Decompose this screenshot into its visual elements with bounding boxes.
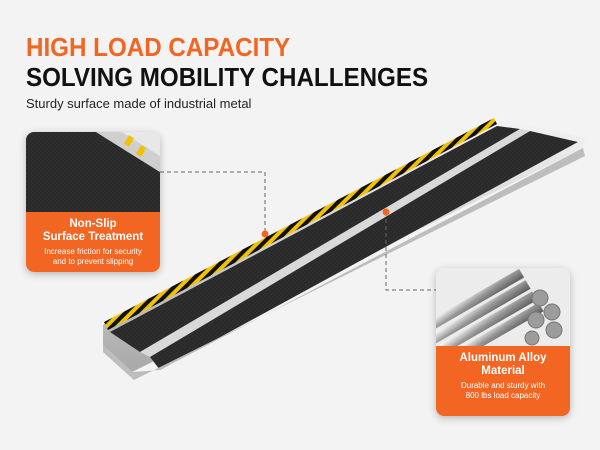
callout-non-slip-body: Non-Slip Surface Treatment Increase fric… — [26, 212, 160, 272]
callout-desc-line: Increase friction for security — [44, 247, 142, 256]
connector-left — [160, 171, 269, 238]
callout-desc-line: and to prevent slipping — [52, 256, 134, 266]
ramp-surface-right — [150, 131, 578, 370]
headline-black: SOLVING MOBILITY CHALLENGES — [26, 62, 429, 92]
callout-title-line: Material — [481, 365, 525, 377]
headline-orange: HIGH LOAD CAPACITY — [26, 32, 291, 62]
ramp-surface-left — [110, 126, 520, 352]
callout-title-line: Non-Slip — [69, 218, 117, 230]
textured-surface-closeup-icon — [26, 132, 160, 212]
callout-aluminum-body: Aluminum Alloy Material Durable and stur… — [436, 346, 570, 416]
callout-aluminum: Aluminum Alloy Material Durable and stur… — [436, 268, 570, 416]
callout-desc-line: Durable and sturdy with — [460, 381, 546, 390]
callout-title-line: Aluminum Alloy — [459, 352, 547, 364]
warning-stripe — [104, 118, 497, 330]
connector-right — [382, 208, 436, 291]
callout-desc-line: 800 lbs load capacity — [465, 390, 541, 400]
subtitle: Sturdy surface made of industrial metal — [26, 96, 252, 111]
callout-title-line: Surface Treatment — [42, 231, 144, 243]
ramp-middle-rail — [140, 129, 530, 357]
metal-cylinders-icon — [436, 268, 570, 346]
callout-non-slip: Non-Slip Surface Treatment Increase fric… — [26, 132, 160, 272]
